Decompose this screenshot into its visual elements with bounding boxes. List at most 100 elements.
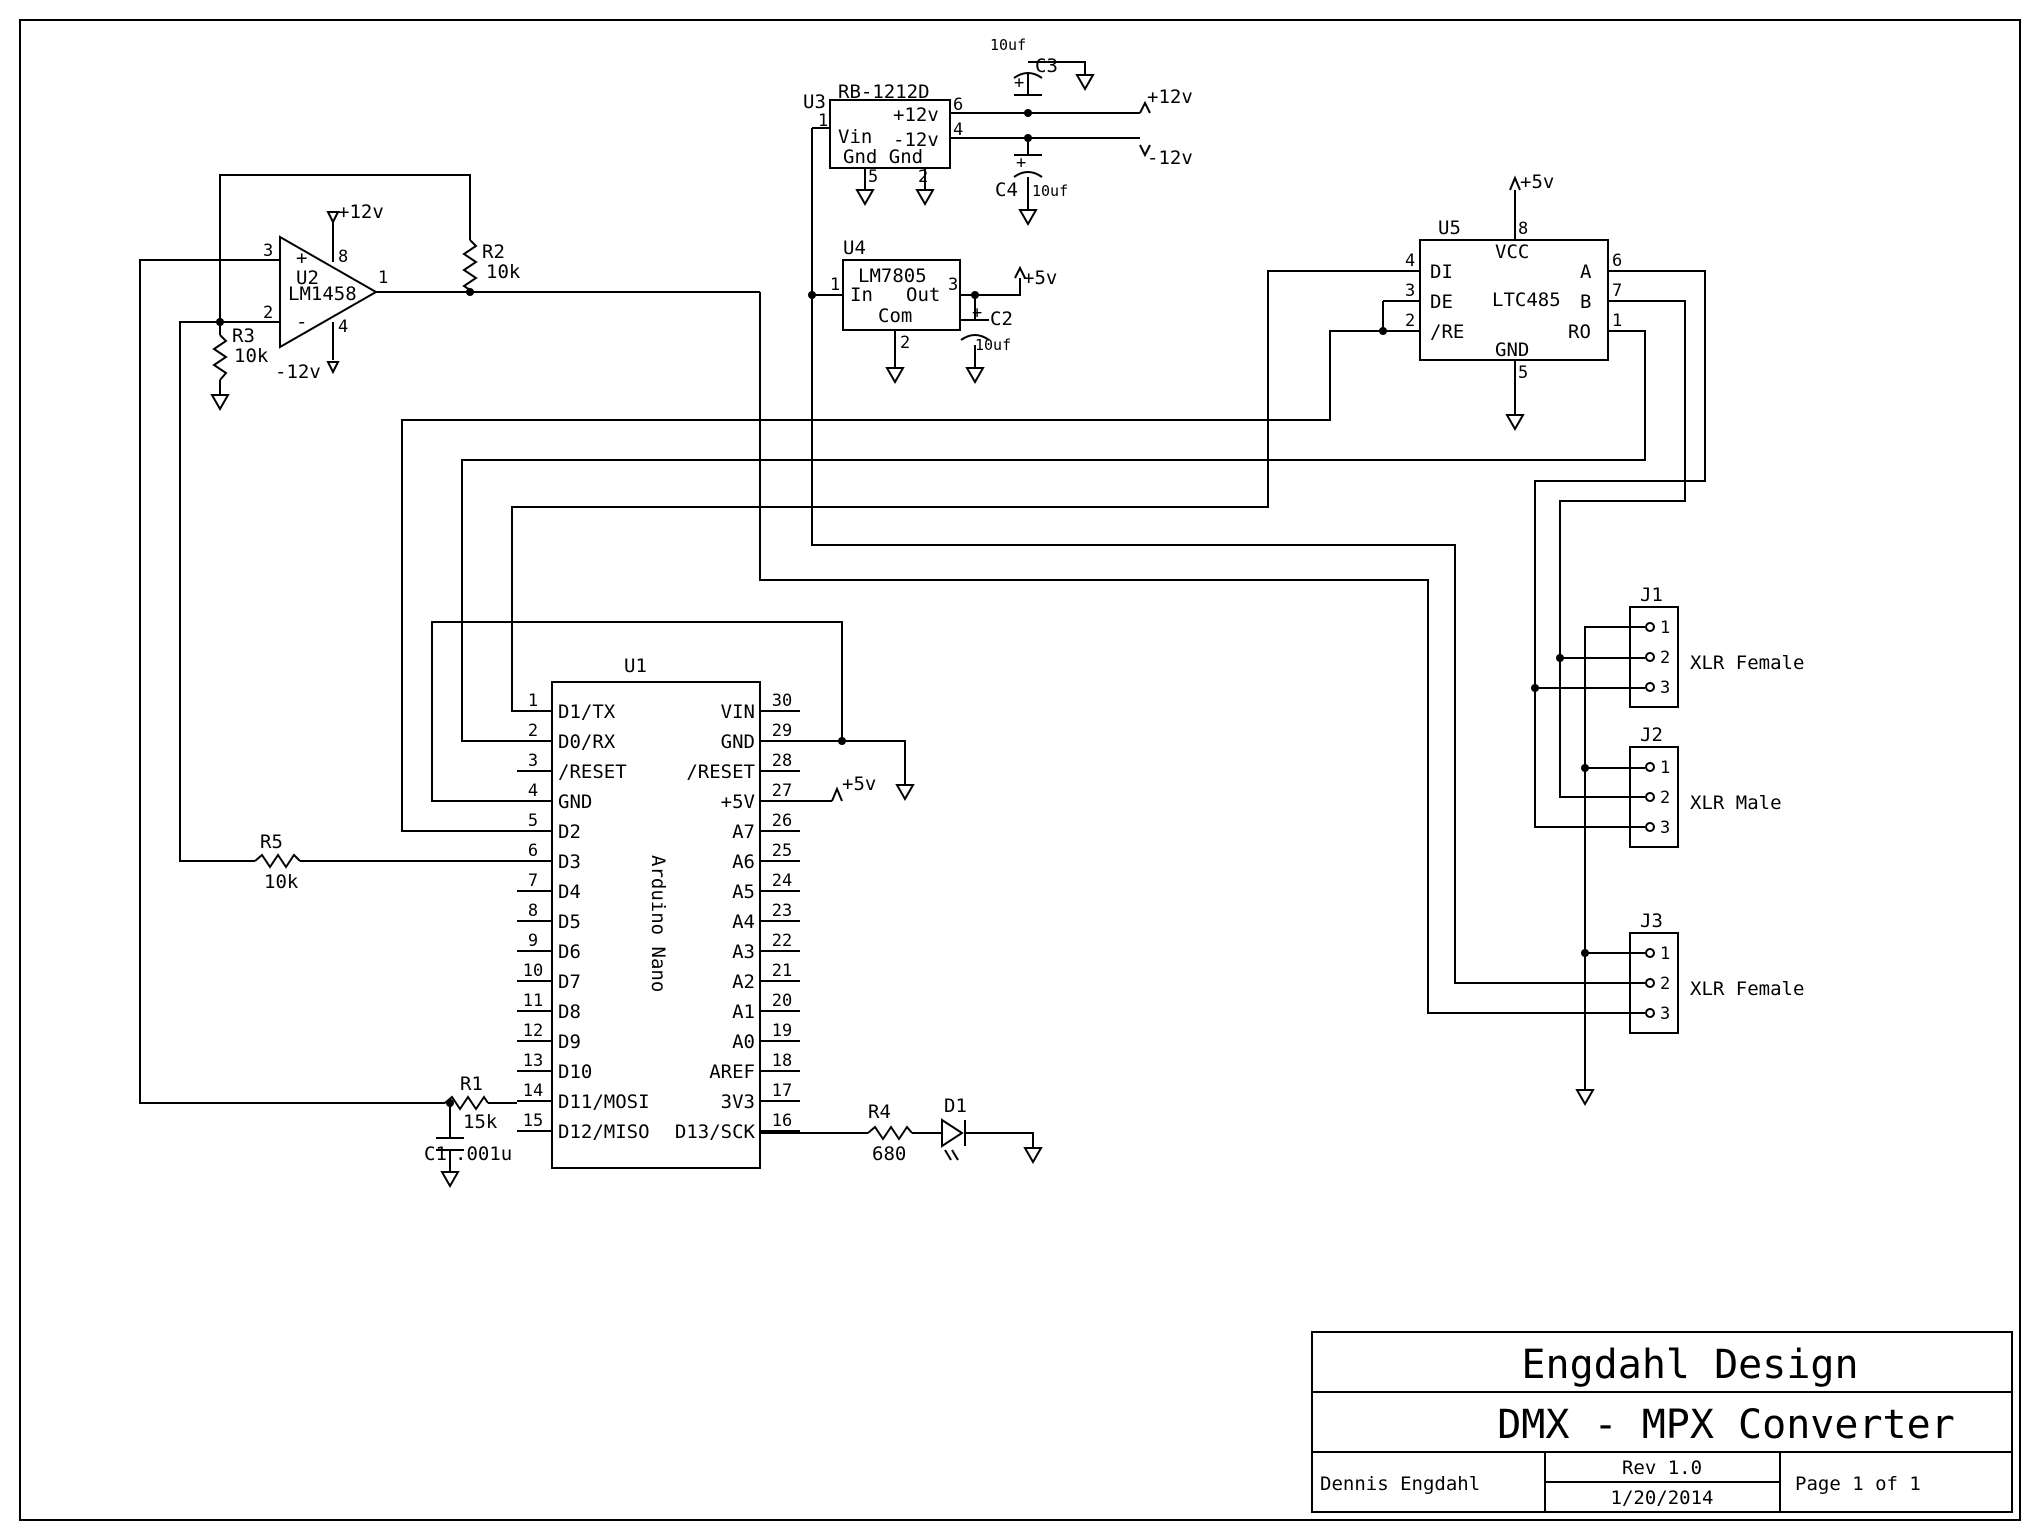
- u1-right-pin-number: 19: [772, 1021, 792, 1041]
- connector-pin-number: 2: [1660, 788, 1670, 808]
- u1-left-pin-number: 1: [528, 691, 538, 711]
- ground-icon: [1023, 1147, 1043, 1165]
- drawing-title: DMX - MPX Converter: [1497, 1402, 1955, 1448]
- u2-pin8: 8: [338, 247, 348, 267]
- u3-pos-label: +12v: [893, 104, 939, 126]
- svg-text:C4: C4: [995, 179, 1018, 201]
- svg-text:10uf: 10uf: [1032, 182, 1068, 200]
- u1-left-pin-name: D2: [558, 821, 581, 843]
- u1-right-pin-name: 3V3: [721, 1091, 755, 1113]
- u3-vin: Vin: [838, 126, 872, 148]
- u4-ref: U4: [843, 237, 866, 259]
- u1-right-pin-name: A3: [732, 941, 755, 963]
- connector-pin-icon: [1645, 822, 1655, 832]
- u3-pin4: 4: [953, 120, 963, 140]
- u1-right-pin-number: 20: [772, 991, 792, 1011]
- u3-ref: U3: [803, 91, 826, 113]
- u5-pin6: 6: [1612, 251, 1622, 271]
- c3-plate-bottom: [1013, 72, 1043, 79]
- ground-symbols: [210, 74, 1595, 1189]
- u1-right-pin-name: D13/SCK: [675, 1121, 756, 1143]
- u3-pin5: 5: [868, 167, 878, 187]
- svg-text:R3: R3: [232, 325, 255, 347]
- svg-text:10uf: 10uf: [975, 336, 1011, 354]
- connector-pin-icon: [1645, 762, 1655, 772]
- u1-right-pin-name: A1: [732, 1001, 755, 1023]
- u4-pin2: 2: [900, 333, 910, 353]
- wires: [139, 61, 1706, 1172]
- u2-plus-sign: +: [296, 247, 307, 269]
- u4-name: LM7805: [858, 265, 927, 287]
- ground-icon: [210, 394, 230, 412]
- u3-pin2: 2: [918, 167, 928, 187]
- u1-right-pin-name: /RESET: [686, 761, 755, 783]
- r2-resistor: [462, 239, 478, 291]
- u5-pin5: 5: [1518, 363, 1528, 383]
- c2-plate-bottom: [960, 334, 990, 341]
- u3-name: RB-1212D: [838, 81, 930, 103]
- svg-text:R2: R2: [482, 241, 505, 263]
- junctions: [216, 109, 1589, 1107]
- svg-text:680: 680: [872, 1143, 906, 1165]
- u1-right-pin-name: A6: [732, 851, 755, 873]
- svg-text:+: +: [1014, 73, 1024, 93]
- u1-right-pin-number: 22: [772, 931, 792, 951]
- u1-right-pin-number: 23: [772, 901, 792, 921]
- u1-right-pin-name: A7: [732, 821, 755, 843]
- u4-pin1: 1: [830, 275, 840, 295]
- u1-left-pin-number: 6: [528, 841, 538, 861]
- connector-pin-icon: [1645, 1008, 1655, 1018]
- u3-pin6: 6: [953, 95, 963, 115]
- svg-text:R4: R4: [868, 1101, 891, 1123]
- u1-right-pin-number: 24: [772, 871, 792, 891]
- u3-dcdc-converter: U3 RB-1212D Vin Gnd Gnd +12v -12v 1 6 4 …: [803, 81, 1193, 187]
- connector-pin-number: 1: [1660, 618, 1670, 638]
- u1-right-pin-name: VIN: [721, 701, 755, 723]
- u1-right-pin-number: 26: [772, 811, 792, 831]
- u4-regulator: U4 LM7805 In Out Com 1 3 2 +5v: [830, 237, 1057, 353]
- connector-pin-number: 1: [1660, 758, 1670, 778]
- title-block: Engdahl Design DMX - MPX Converter Denni…: [1311, 1331, 2013, 1513]
- svg-text:+: +: [1016, 153, 1026, 173]
- u1-right-pin-number: 30: [772, 691, 792, 711]
- u2-pin3: 3: [263, 241, 273, 261]
- u1-left-pin-number: 7: [528, 871, 538, 891]
- svg-text:.001u: .001u: [455, 1143, 512, 1165]
- page-number: Page 1 of 1: [1795, 1473, 1921, 1495]
- u1-right-pin-name: A2: [732, 971, 755, 993]
- u1-left-pin-name: D6: [558, 941, 581, 963]
- u2-pin2: 2: [263, 303, 273, 323]
- u2-op-amp: + - U2 LM1458 3 2 1 8 4 +12v -12v: [263, 201, 388, 383]
- u5-di: DI: [1430, 261, 1453, 283]
- connector-pin-number: 3: [1660, 1004, 1670, 1024]
- svg-text:10k: 10k: [234, 345, 269, 367]
- u1-left-pin-name: D0/RX: [558, 731, 616, 753]
- connector-pin-number: 2: [1660, 974, 1670, 994]
- u1-left-pin-name: D4: [558, 881, 581, 903]
- r1-resistor: [444, 1095, 489, 1111]
- svg-text:C2: C2: [990, 308, 1013, 330]
- u5-de: DE: [1430, 291, 1453, 313]
- connector-pin-icon: [1645, 792, 1655, 802]
- u1-left-pin-number: 12: [523, 1021, 543, 1041]
- u2-vneg-label: -12v: [275, 361, 321, 383]
- ground-icon: [1505, 414, 1525, 432]
- passive-labels: R2 10k R3 10k R5 10k R1 15k R4 680 C1 .0…: [232, 36, 1068, 1165]
- ground-icon: [895, 784, 915, 802]
- connector-pin-number: 1: [1660, 944, 1670, 964]
- u5-pin3: 3: [1405, 281, 1415, 301]
- u1-name: Arduino Nano: [647, 855, 669, 992]
- ground-icon: [1075, 74, 1095, 92]
- revision: Rev 1.0: [1622, 1457, 1702, 1479]
- ground-icon: [965, 367, 985, 385]
- u1-right-pin-number: 18: [772, 1051, 792, 1071]
- ground-icon: [855, 189, 875, 207]
- r4-resistor: [867, 1125, 913, 1141]
- ground-icon: [1575, 1089, 1595, 1107]
- u5-rs485-transceiver: U5 LTC485 VCC GND DI DE /RE A B RO 8 4 3…: [1405, 171, 1622, 383]
- connector-pin-icon: [1645, 978, 1655, 988]
- u1-left-pin-number: 3: [528, 751, 538, 771]
- u5-rail: +5v: [1520, 171, 1554, 193]
